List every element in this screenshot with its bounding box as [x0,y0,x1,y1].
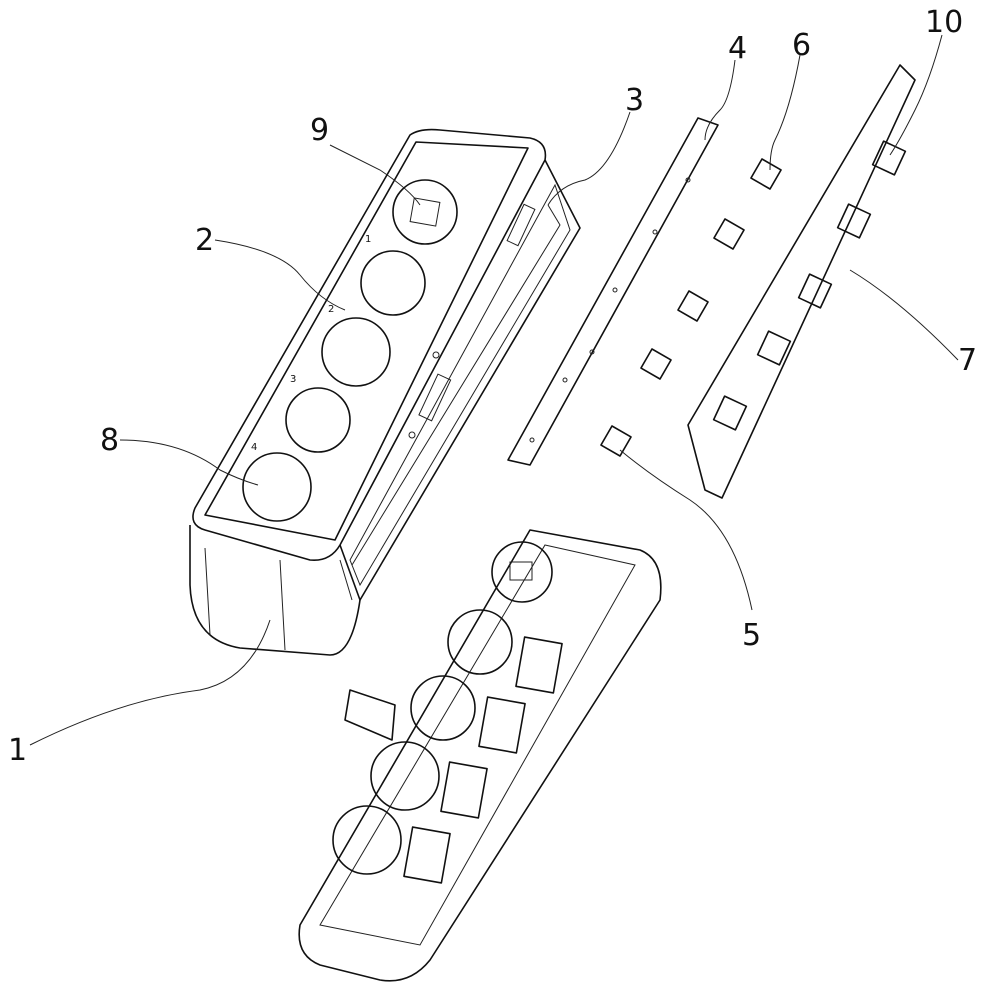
label-7: 7 [958,343,977,378]
socket-usb-9 [393,180,457,244]
key-caps [601,159,781,456]
label-4: 4 [728,31,747,66]
label-1: 1 [8,733,27,768]
housing-upper-shell [190,130,580,655]
label-2: 2 [195,223,214,258]
upper-sockets: 1 2 3 4 [243,180,457,521]
base-assembly [299,530,661,981]
socket-number: 2 [328,304,334,315]
label-6: 6 [792,28,811,63]
socket-number: 3 [290,374,296,385]
socket-number: 4 [251,442,257,453]
label-5: 5 [742,618,761,653]
label-8: 8 [100,423,119,458]
leader-lines [30,35,958,745]
reference-numerals: 1 2 3 4 5 6 7 8 9 10 [8,5,977,768]
label-10: 10 [925,5,963,40]
socket-number: 1 [365,234,371,245]
label-3: 3 [625,83,644,118]
label-9: 9 [310,113,329,148]
cover-panel-7 [688,65,915,498]
